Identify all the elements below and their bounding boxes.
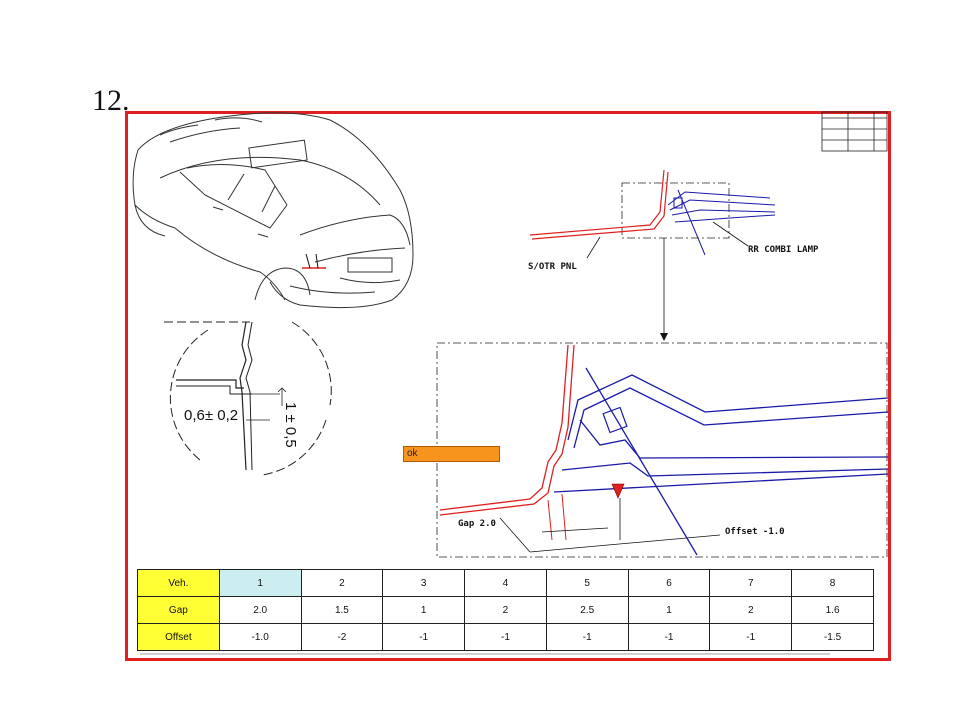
table-header-cell: 5 (545, 569, 629, 597)
tolerance-horizontal: 0,6± 0,2 (184, 407, 238, 424)
table-row-gap: Gap 2.0 1.5 1 2 2.5 1 2 1.6 (137, 596, 874, 624)
status-indicator: ok (403, 446, 500, 462)
tolerance-vertical: 1 ± 0,5 (282, 402, 299, 448)
table-cell: Offset (137, 623, 220, 651)
table-cell: 1 (627, 596, 711, 624)
table-cell: -1 (382, 623, 466, 651)
table-header-cell: 7 (709, 569, 793, 597)
car-illustration (132, 112, 414, 309)
table-cell: -1.5 (791, 623, 874, 651)
table-cell: 2 (709, 596, 793, 624)
measurement-table: Veh. 1 2 3 4 5 6 7 8 Gap 2.0 1.5 1 2 2.5… (137, 569, 874, 651)
table-row-offset: Offset -1.0 -2 -1 -1 -1 -1 -1 -1.5 (137, 623, 874, 651)
table-header-cell: Veh. (137, 569, 220, 597)
table-header-cell: 8 (791, 569, 874, 597)
section-view (436, 342, 889, 558)
table-cell: -1 (545, 623, 629, 651)
slide-number: 12. (92, 84, 130, 117)
label-gap: Gap 2.0 (458, 519, 496, 529)
label-rr-combi-lamp: RR COMBI LAMP (748, 245, 819, 255)
label-sotr-pnl: S/OTR PNL (528, 262, 577, 272)
table-header-cell: 4 (464, 569, 547, 597)
table-cell: 1 (382, 596, 466, 624)
table-cell: 2.0 (218, 596, 302, 624)
key-plan (529, 169, 776, 341)
table-cell: Gap (137, 596, 220, 624)
label-offset: Offset -1.0 (725, 527, 785, 537)
table-header-cell: 2 (300, 569, 384, 597)
table-cell: -1 (464, 623, 547, 651)
table-cell: 2.5 (545, 596, 629, 624)
table-cell: -2 (300, 623, 384, 651)
table-header-cell: 3 (382, 569, 466, 597)
table-cell: 2 (464, 596, 547, 624)
table-cell: -1.0 (218, 623, 302, 651)
drawing-frame (125, 111, 891, 661)
table-cell: 1.5 (300, 596, 384, 624)
table-header-cell: 1 (218, 569, 302, 597)
table-cell: -1 (627, 623, 711, 651)
section-detail-circle (164, 321, 332, 476)
table-header-cell: 6 (627, 569, 711, 597)
table-cell: -1 (709, 623, 793, 651)
table-cell: 1.6 (791, 596, 874, 624)
title-block (821, 111, 888, 152)
car-gap-marker (302, 253, 326, 269)
table-header-row: Veh. 1 2 3 4 5 6 7 8 (137, 569, 874, 597)
